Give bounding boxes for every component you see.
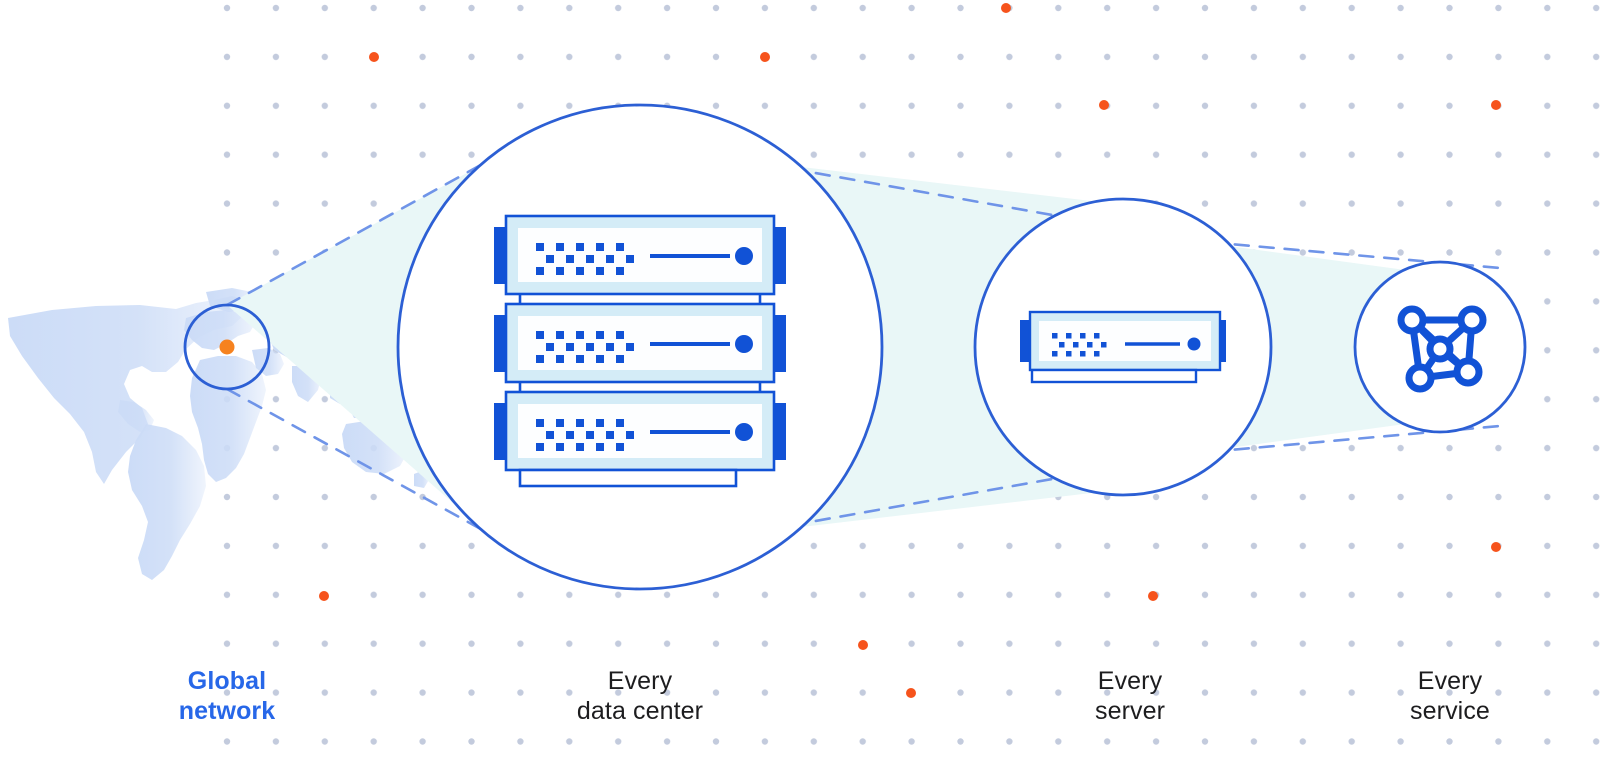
rack-base bbox=[518, 468, 738, 488]
stage-label-service: Every service bbox=[1410, 667, 1490, 725]
server-rack-icon bbox=[494, 214, 786, 488]
led-array-icon bbox=[536, 331, 634, 363]
led-array-icon bbox=[536, 419, 634, 451]
led-array-icon bbox=[1052, 333, 1107, 357]
rack-unit bbox=[494, 390, 786, 472]
server-unit-icon bbox=[1020, 310, 1226, 384]
service-mesh-icon bbox=[1397, 305, 1487, 393]
rack-unit bbox=[494, 214, 786, 308]
stage-label-server: Every server bbox=[1094, 667, 1166, 725]
global-network-marker-icon bbox=[219, 339, 235, 355]
lens-circle-global-network bbox=[183, 303, 271, 391]
orange-accent-dots bbox=[319, 3, 1501, 698]
stage-label-data-center: Every data center bbox=[576, 667, 704, 725]
led-array-icon bbox=[536, 243, 634, 275]
server-unit-base bbox=[1030, 368, 1198, 384]
rack-unit bbox=[494, 302, 786, 396]
stage-label-global-network: Global network bbox=[178, 667, 276, 725]
